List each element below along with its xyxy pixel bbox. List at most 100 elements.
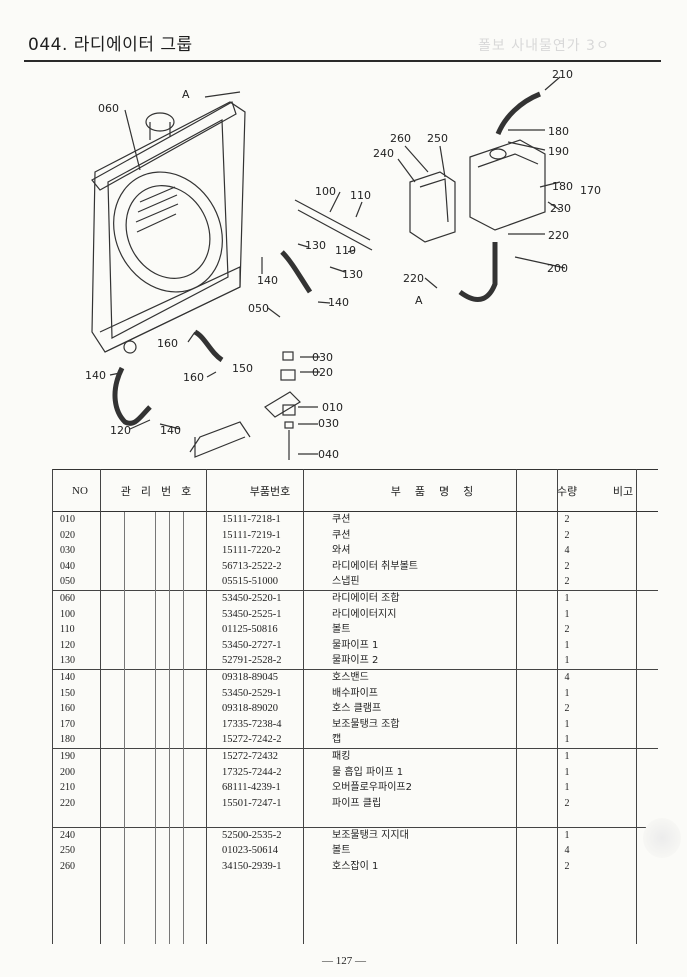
callout-130: 130 [342, 268, 363, 281]
callout-120: 120 [110, 424, 131, 437]
row-mgmt [100, 622, 222, 638]
callout-180-cap: 180 [548, 125, 569, 138]
callout-220: 220 [403, 272, 424, 285]
row-part-no: 34150-2939-1 [222, 861, 282, 873]
callout-130-top: 130 [305, 239, 326, 252]
row-note [588, 528, 658, 544]
callout-a-top: A [182, 88, 190, 101]
row-no: 100 [60, 608, 75, 620]
callout-100: 100 [315, 185, 336, 198]
table-col-line [303, 469, 304, 944]
row-part-no: 05515-51000 [222, 574, 318, 591]
row-no: 040 [60, 560, 75, 572]
callout-220-right: 220 [548, 229, 569, 242]
header-no: NO [52, 469, 100, 512]
callout-140-top: 140 [257, 274, 278, 287]
row-part-name: 라디에이터 취부볼트 [332, 560, 418, 572]
row-mgmt [100, 559, 222, 575]
callout-250: 250 [427, 132, 448, 145]
mgmt-subdivider [169, 512, 170, 944]
row-qty: 1 [564, 766, 570, 778]
row-mgmt [100, 843, 222, 859]
row-qty: 1 [564, 639, 570, 651]
row-no: 170 [60, 718, 75, 730]
row-no: 020 [60, 529, 75, 541]
row-no: 060 [60, 592, 75, 604]
row-part-name: 패킹 [332, 750, 351, 762]
callout-260: 260 [390, 132, 411, 145]
mgmt-subdivider [183, 512, 184, 944]
row-mgmt [100, 780, 222, 796]
page-title: 044. 라디에이터 그룹 [28, 35, 193, 55]
row-mgmt [100, 574, 222, 591]
row-qty: 2 [564, 797, 570, 809]
row-qty: 2 [564, 703, 570, 715]
header-note: 비고 [588, 469, 658, 512]
header-part-name: 부품명칭 [318, 469, 546, 512]
row-no: 180 [52, 732, 100, 749]
row-qty: 1 [564, 592, 570, 604]
callout-010: 010 [322, 401, 343, 414]
row-part-name: 캡 [318, 732, 546, 749]
row-qty: 1 [546, 732, 588, 749]
callout-030: 030 [318, 417, 339, 430]
row-part-name: 쿠션 [332, 529, 351, 541]
row-note [588, 622, 658, 638]
row-no: 220 [60, 797, 75, 809]
row-part-name: 오버플로우파이프2 [332, 782, 412, 794]
row-part-no: 56713-2522-2 [222, 560, 282, 572]
row-no: 120 [60, 639, 75, 651]
row-note [588, 686, 658, 702]
callout-180: 180 [552, 180, 573, 193]
row-part-name [318, 811, 546, 828]
exploded-parts-diagram: 060 A 210 180 190 260 250 240 100 110 18… [85, 68, 601, 461]
row-part-no: 15272-7242-2 [222, 732, 318, 749]
row-part-no: 52500-2535-2 [222, 829, 282, 841]
row-part-name: 스냅핀 [318, 574, 546, 591]
callout-140-bottom: 140 [160, 424, 181, 437]
row-qty: 4 [564, 671, 570, 683]
row-part-name: 물파이프 1 [332, 639, 379, 651]
row-mgmt [100, 607, 222, 623]
row-qty: 1 [564, 750, 570, 762]
callout-a-right: A [415, 294, 423, 307]
row-part-no: 01125-50816 [222, 624, 278, 636]
callout-200: 200 [547, 262, 568, 275]
row-qty: 4 [564, 545, 570, 557]
row-part-name: 보조물탱크 지지대 [332, 829, 409, 841]
callout-170: 170 [580, 184, 601, 197]
row-qty: 4 [564, 845, 570, 857]
row-part-name: 호스 클램프 [332, 703, 382, 715]
row-mgmt [100, 701, 222, 717]
row-part-no: 17325-7244-2 [222, 766, 282, 778]
table-col-line [206, 469, 207, 944]
row-mgmt [100, 590, 222, 606]
row-no: 050 [52, 574, 100, 591]
row-note [588, 653, 658, 670]
table-header-row: NO 관리번호 부품번호 부품명칭 수량 비고 [52, 469, 658, 512]
row-part-no [222, 811, 318, 828]
table-border-left [52, 469, 53, 944]
row-note [588, 607, 658, 623]
row-part-name: 라디에이터 조합 [332, 592, 400, 604]
row-part-no: 53450-2727-1 [222, 639, 282, 651]
row-qty: 1 [564, 718, 570, 730]
callout-050: 050 [248, 302, 269, 315]
row-note [588, 748, 658, 764]
row-part-no: 53450-2525-1 [222, 608, 282, 620]
callout-060: 060 [98, 102, 119, 115]
row-part-no: 17335-7238-4 [222, 718, 282, 730]
header-part-no: 부품번호 [222, 469, 318, 512]
row-no: 110 [60, 624, 75, 636]
title-rule [24, 60, 661, 62]
